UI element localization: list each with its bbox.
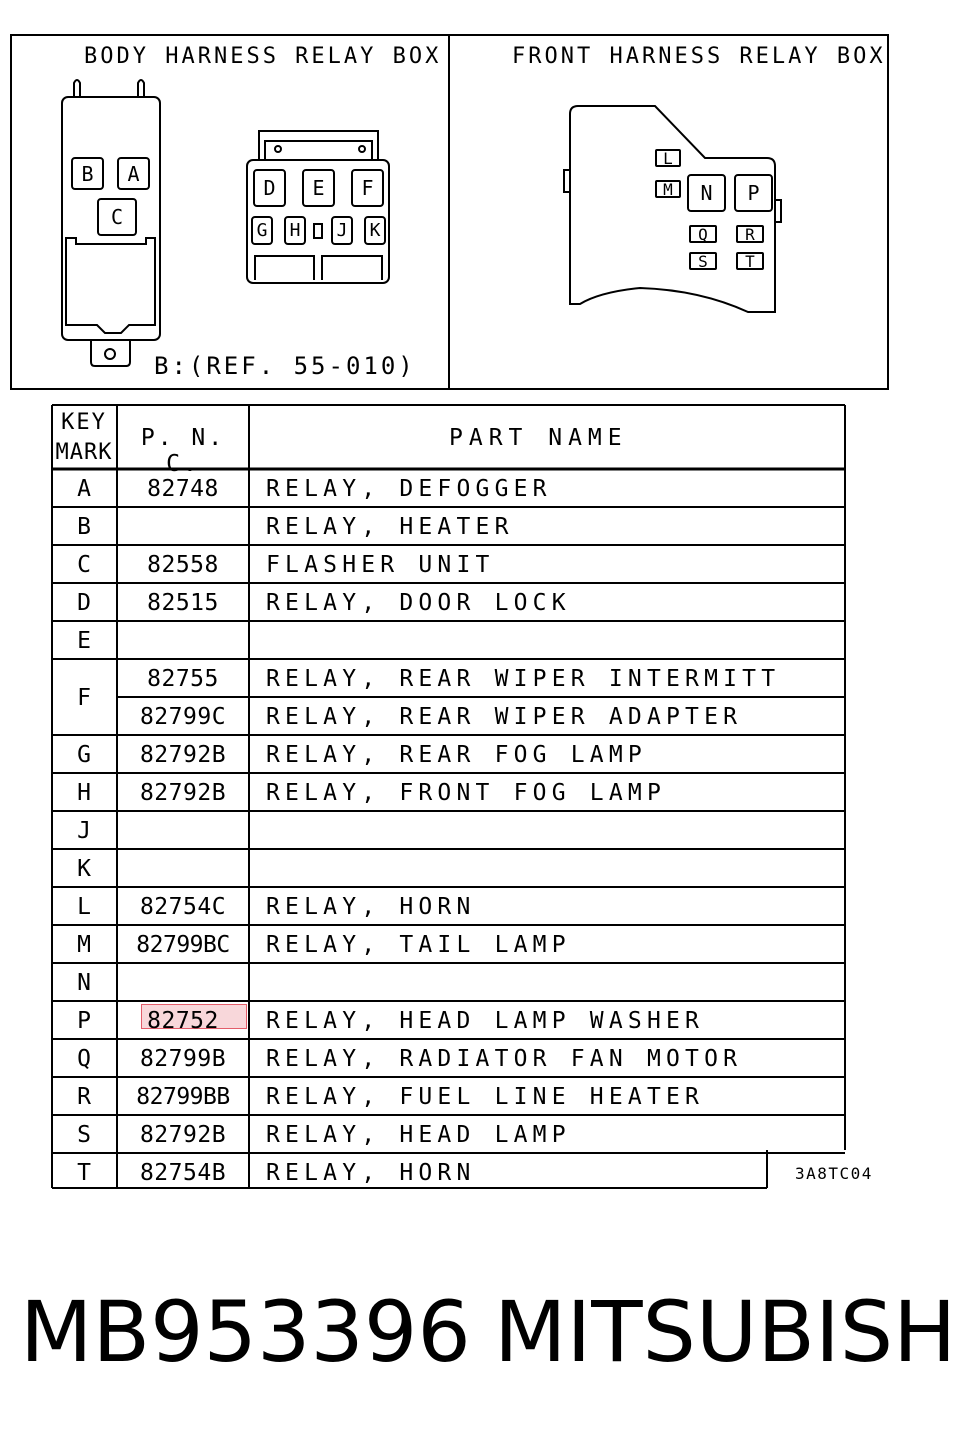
slot-s: S bbox=[689, 252, 717, 271]
relay-box-diagram bbox=[10, 34, 889, 390]
table-cell-pnc: 82792B bbox=[139, 742, 227, 768]
table-cell-pnc: 82558 bbox=[147, 552, 219, 578]
table-cell-key: J bbox=[77, 818, 91, 844]
slot-b: B bbox=[71, 157, 104, 190]
slot-p: P bbox=[734, 174, 773, 212]
slot-n: N bbox=[687, 174, 726, 212]
slot-h: H bbox=[284, 216, 306, 245]
brand-name: MITSUBISHI bbox=[494, 1283, 960, 1381]
header-part-name: PART NAME bbox=[449, 425, 628, 451]
table-cell-pnc: 82754B bbox=[139, 1160, 227, 1186]
slot-f: F bbox=[351, 169, 384, 207]
table-cell-key: A bbox=[77, 476, 91, 502]
body-connector-block-drawing bbox=[246, 130, 390, 284]
table-cell-pnc: 82799B bbox=[139, 1046, 227, 1072]
table-cell-key: P bbox=[77, 1008, 91, 1034]
table-cell-part-name: RELAY, HORN bbox=[266, 1160, 476, 1186]
part-number: MB953396 bbox=[20, 1283, 471, 1381]
table-cell-key: F bbox=[77, 685, 91, 711]
parts-table-grid bbox=[51, 404, 846, 1189]
slot-t: T bbox=[736, 252, 764, 271]
table-cell-key: B bbox=[77, 514, 91, 540]
table-cell-pnc: 82799C bbox=[139, 704, 227, 730]
header-key-line1: KEY bbox=[61, 410, 107, 435]
reference-note: B:(REF. 55-010) bbox=[154, 352, 416, 380]
table-cell-key: N bbox=[77, 970, 91, 996]
table-cell-key: C bbox=[77, 552, 91, 578]
table-cell-key: M bbox=[77, 932, 91, 958]
front-relay-box-drawing bbox=[563, 105, 782, 313]
slot-e: E bbox=[302, 169, 335, 207]
table-cell-part-name: RELAY, HEAD LAMP bbox=[266, 1122, 571, 1148]
slot-q: Q bbox=[689, 225, 717, 244]
table-cell-pnc: 82515 bbox=[147, 590, 219, 616]
highlight-box bbox=[141, 1004, 247, 1029]
table-cell-part-name: RELAY, FRONT FOG LAMP bbox=[266, 780, 666, 806]
table-cell-key: Q bbox=[77, 1046, 91, 1072]
slot-d: D bbox=[253, 169, 286, 207]
body-relay-box-drawing bbox=[61, 79, 161, 367]
slot-j: J bbox=[331, 216, 353, 245]
table-cell-key: G bbox=[77, 742, 91, 768]
slot-k: K bbox=[364, 216, 386, 245]
slot-c: C bbox=[97, 198, 137, 236]
header-key-line2: MARK bbox=[55, 440, 113, 465]
front-harness-relay-box-title: FRONT HARNESS RELAY BOX bbox=[512, 44, 886, 69]
table-cell-pnc: 82799BC bbox=[136, 932, 230, 958]
table-cell-part-name: RELAY, REAR FOG LAMP bbox=[266, 742, 647, 768]
table-cell-part-name: RELAY, DOOR LOCK bbox=[266, 590, 571, 616]
table-cell-key: D bbox=[77, 590, 91, 616]
table-cell-part-name: RELAY, DEFOGGER bbox=[266, 476, 552, 502]
table-cell-part-name: RELAY, HEAD LAMP WASHER bbox=[266, 1008, 705, 1034]
table-cell-key: K bbox=[77, 856, 91, 882]
table-cell-pnc: 82748 bbox=[147, 476, 219, 502]
table-cell-part-name: RELAY, HORN bbox=[266, 894, 476, 920]
table-cell-pnc: 82792B bbox=[139, 1122, 227, 1148]
body-harness-relay-box-title: BODY HARNESS RELAY BOX bbox=[84, 44, 442, 69]
slot-g: G bbox=[251, 216, 273, 245]
slot-a: A bbox=[117, 157, 150, 190]
table-cell-part-name: FLASHER UNIT bbox=[266, 552, 495, 578]
table-cell-part-name: RELAY, REAR WIPER INTERMITT bbox=[266, 666, 781, 692]
table-cell-key: L bbox=[77, 894, 91, 920]
slot-l: L bbox=[655, 149, 681, 168]
table-cell-pnc: 82799BB bbox=[136, 1084, 230, 1110]
table-cell-pnc: 82754C bbox=[139, 894, 227, 920]
table-cell-pnc-highlighted: 82752 bbox=[147, 1008, 219, 1034]
table-cell-key: H bbox=[77, 780, 91, 806]
table-cell-part-name: RELAY, FUEL LINE HEATER bbox=[266, 1084, 705, 1110]
table-cell-key: S bbox=[77, 1122, 91, 1148]
table-cell-pnc: 82755 bbox=[147, 666, 219, 692]
table-cell-key: E bbox=[77, 628, 91, 654]
figure-code: 3A8TC04 bbox=[795, 1164, 873, 1183]
table-cell-key: T bbox=[77, 1160, 91, 1186]
slot-r: R bbox=[736, 225, 764, 244]
slot-m: M bbox=[655, 180, 681, 199]
table-cell-part-name: RELAY, TAIL LAMP bbox=[266, 932, 571, 958]
table-cell-part-name: RELAY, REAR WIPER ADAPTER bbox=[266, 704, 743, 730]
table-cell-part-name: RELAY, HEATER bbox=[266, 514, 514, 540]
header-pnc: P. N. C. bbox=[140, 425, 226, 477]
table-cell-pnc: 82792B bbox=[139, 780, 227, 806]
table-cell-key: R bbox=[77, 1084, 91, 1110]
table-cell-part-name: RELAY, RADIATOR FAN MOTOR bbox=[266, 1046, 743, 1072]
